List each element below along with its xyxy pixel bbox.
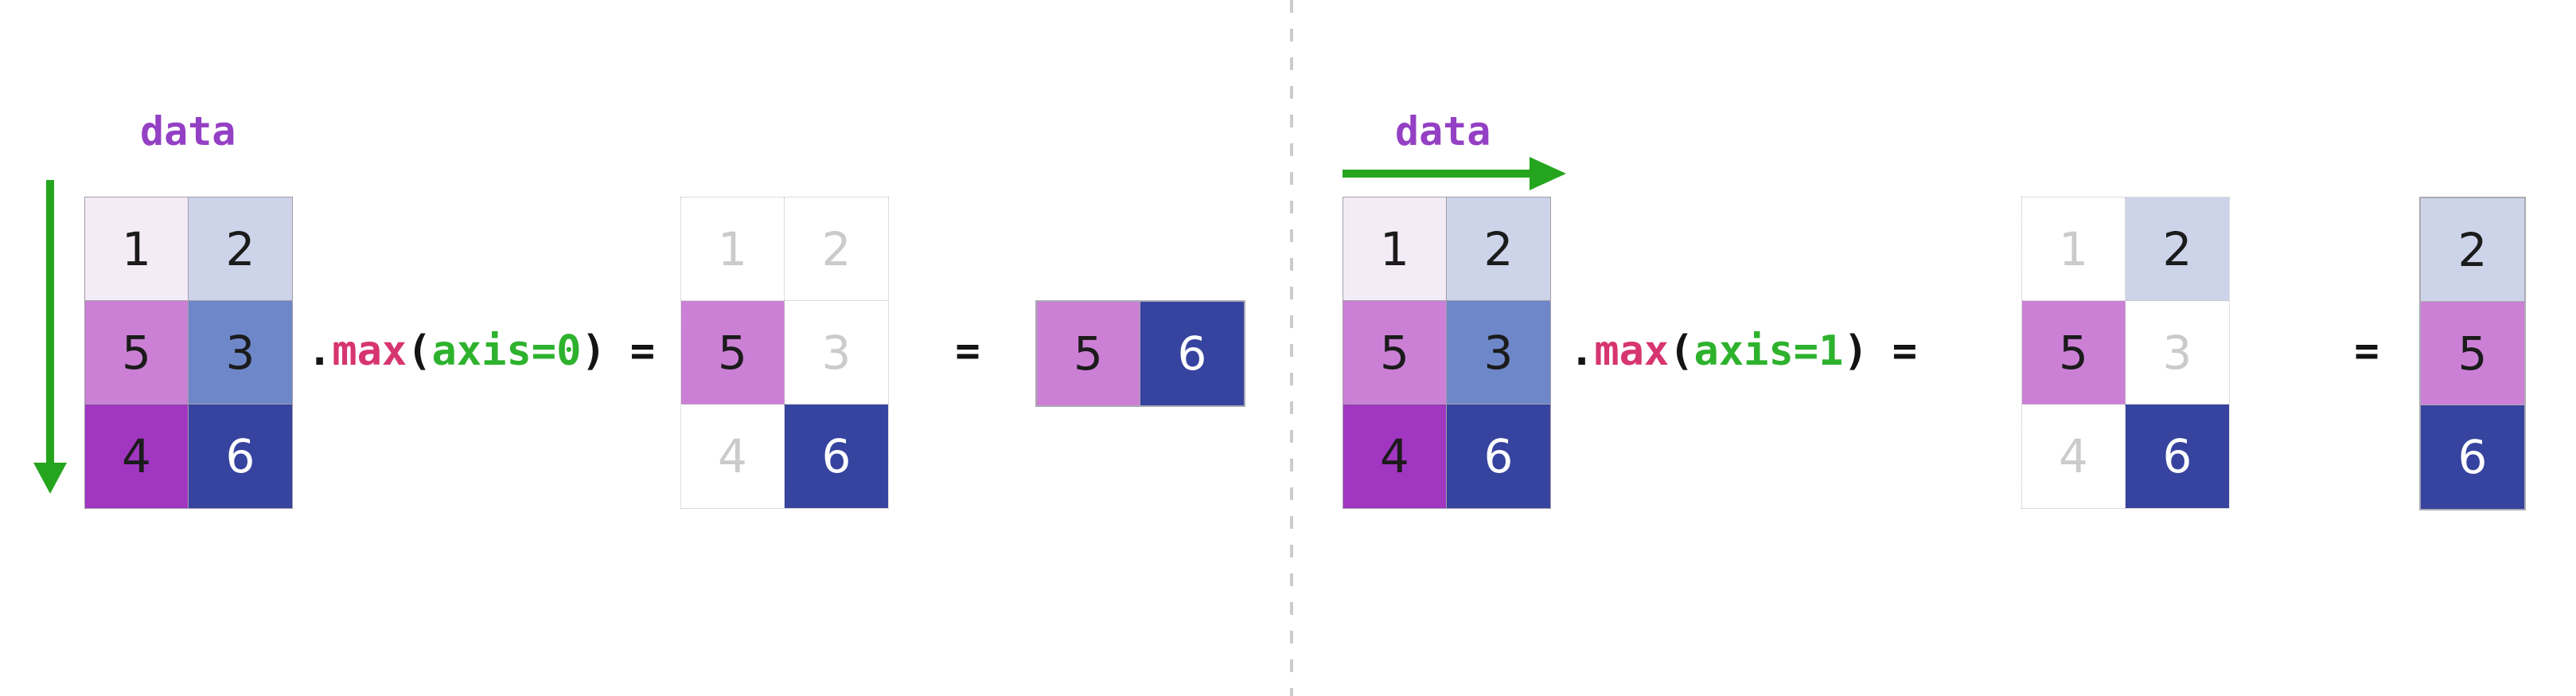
selection-cell: 3: [785, 301, 888, 405]
matrix-cell: 5: [85, 301, 189, 405]
selection-cell: 4: [2022, 405, 2126, 508]
selection-cell-max: 5: [681, 301, 785, 405]
axis0-direction-arrow-icon: [33, 180, 67, 494]
matrix-cell: 1: [1343, 197, 1447, 301]
selection-cell: 4: [681, 405, 785, 508]
code-dot: .: [307, 327, 333, 375]
code-method: max: [1594, 327, 1670, 375]
selection-cell: 1: [2022, 197, 2126, 301]
code-arg: axis=1: [1693, 327, 1844, 375]
matrix-cell: 1: [85, 197, 189, 301]
code-expression-axis1: .max(axis=1) =: [1569, 330, 1917, 372]
result-cell: 6: [2421, 405, 2524, 509]
code-equals: =: [629, 327, 656, 375]
matrix-cell: 2: [1447, 197, 1550, 301]
data-label-axis0: data: [140, 108, 236, 154]
matrix-cell: 6: [189, 405, 292, 508]
matrix-cell: 6: [1447, 405, 1550, 508]
selection-matrix-axis1: 1 2 5 3 4 6: [2021, 197, 2230, 509]
result-cell: 5: [2421, 302, 2524, 405]
selection-matrix-axis0: 1 2 5 3 4 6: [680, 197, 889, 509]
code-dot: .: [1569, 327, 1595, 375]
matrix-cell: 3: [189, 301, 292, 405]
selection-cell: 1: [681, 197, 785, 301]
code-close-paren: ): [581, 327, 606, 375]
selection-cell-max: 6: [2126, 405, 2229, 508]
selection-cell: 2: [785, 197, 888, 301]
matrix-cell: 2: [189, 197, 292, 301]
matrix-cell: 4: [85, 405, 189, 508]
code-expression-axis0: .max(axis=0) =: [307, 330, 655, 372]
selection-cell-max: 6: [785, 405, 888, 508]
data-label-axis1: data: [1395, 108, 1491, 154]
result-column-axis1: 2 5 6: [2419, 197, 2526, 510]
result-cell: 2: [2421, 198, 2524, 302]
equals-sign: =: [2354, 327, 2379, 375]
panel-divider: [1290, 0, 1293, 696]
input-matrix-axis0: 1 2 5 3 4 6: [84, 197, 293, 509]
selection-cell-max: 5: [2022, 301, 2126, 405]
code-arg: axis=0: [431, 327, 582, 375]
result-row-axis0: 5 6: [1035, 300, 1245, 407]
code-close-paren: ): [1843, 327, 1869, 375]
axis1-direction-arrow-icon: [1343, 157, 1566, 190]
matrix-cell: 5: [1343, 301, 1447, 405]
code-open-paren: (: [1669, 327, 1694, 375]
input-matrix-axis1: 1 2 5 3 4 6: [1343, 197, 1551, 509]
matrix-cell: 3: [1447, 301, 1550, 405]
equals-sign: =: [955, 327, 980, 375]
code-open-paren: (: [407, 327, 432, 375]
code-method: max: [332, 327, 407, 375]
selection-cell: 3: [2126, 301, 2229, 405]
matrix-cell: 4: [1343, 405, 1447, 508]
result-cell: 5: [1037, 302, 1140, 405]
result-cell: 6: [1140, 302, 1244, 405]
selection-cell-max: 2: [2126, 197, 2229, 301]
code-equals: =: [1892, 327, 1918, 375]
